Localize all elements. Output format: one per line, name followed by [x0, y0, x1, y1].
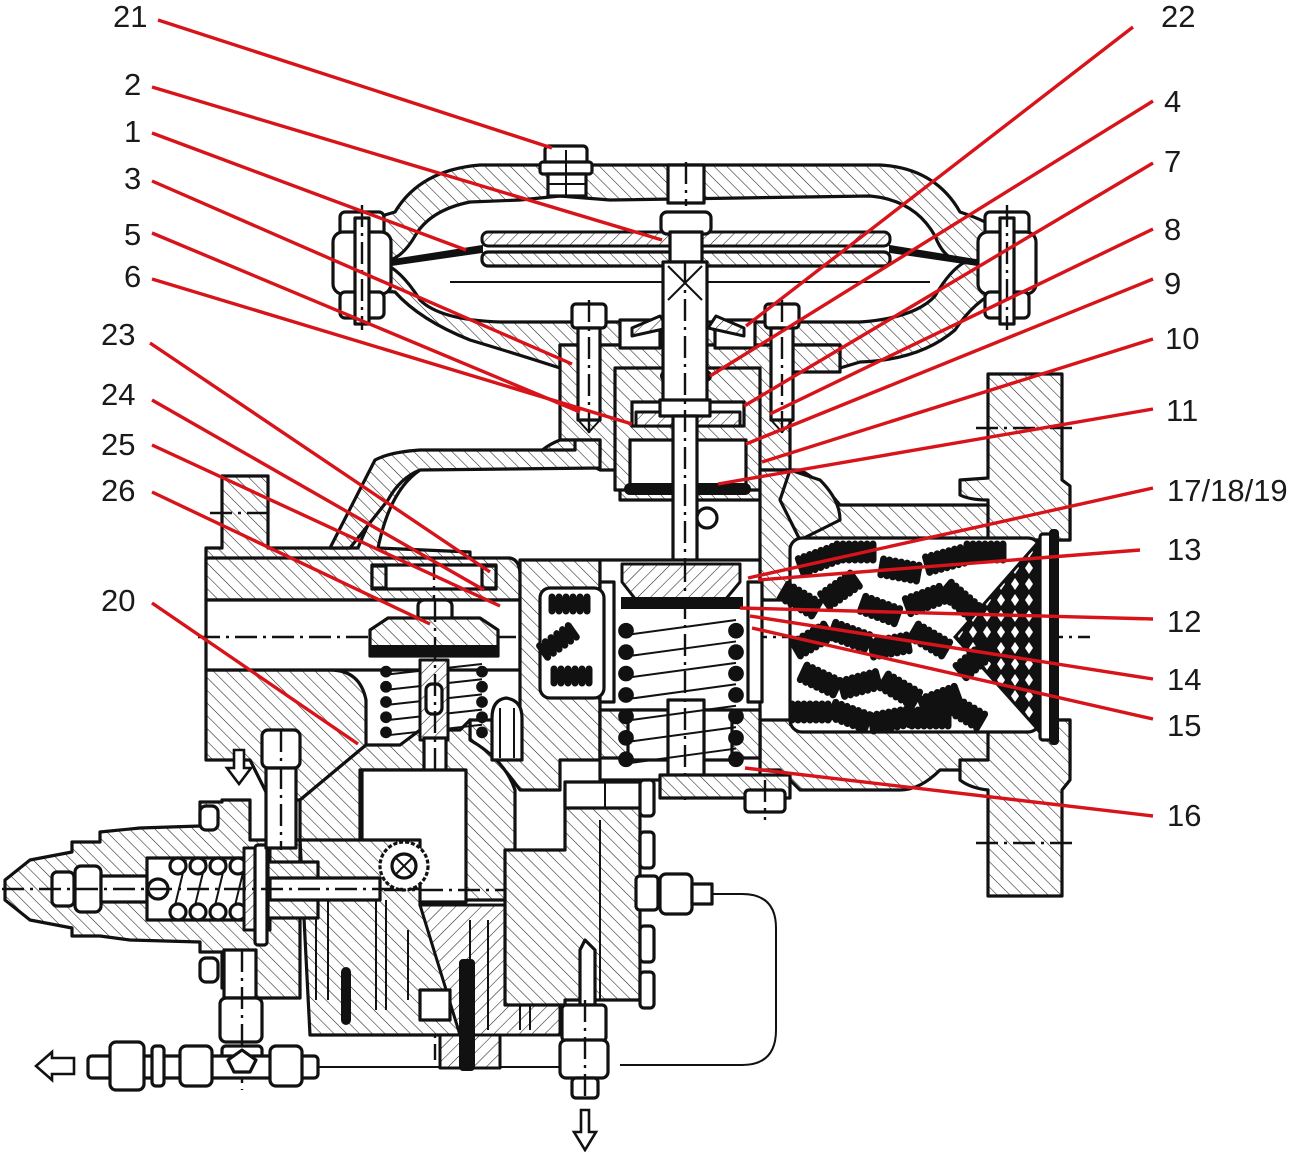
housing-bolt-right	[976, 205, 1038, 330]
callout-21: 21	[113, 0, 148, 34]
valve-cartridge	[536, 558, 792, 820]
filter-spring	[796, 661, 844, 699]
callout-20: 20	[101, 583, 136, 618]
leader-line-7	[743, 161, 1154, 408]
side-spring	[548, 593, 591, 615]
leader-line-16	[744, 766, 1154, 818]
leader-line-10	[761, 337, 1154, 464]
leader-line-12	[739, 606, 1154, 621]
vent-plug	[538, 144, 594, 198]
filter-spring	[906, 620, 954, 660]
callout-12: 12	[1167, 604, 1202, 639]
actuator-housing	[331, 144, 1038, 370]
leader-line-11	[717, 407, 1154, 486]
pilot-coil	[380, 663, 488, 739]
leader-line-1	[151, 131, 467, 252]
callout-4: 4	[1164, 84, 1182, 119]
filter-spring	[817, 569, 863, 611]
vent-line	[86, 1040, 560, 1092]
callout-8: 8	[1164, 212, 1182, 247]
filter-spring	[963, 540, 1007, 564]
pilot-valve-spring	[380, 663, 488, 739]
filter-spring	[867, 631, 913, 661]
filter-spring	[788, 700, 832, 724]
leader-line-2	[151, 85, 663, 242]
filter-spring	[937, 578, 983, 622]
pilot-module-right	[503, 778, 777, 1100]
callout-11: 11	[1166, 393, 1199, 428]
callout-25: 25	[101, 427, 136, 462]
bonnet-screw-left	[570, 300, 608, 436]
leader-line-24	[151, 398, 485, 592]
leader-line-6	[151, 277, 633, 426]
leader-line-26	[151, 490, 431, 626]
filter-spring	[941, 692, 989, 732]
leader-lines	[149, 18, 1154, 818]
leader-line-13	[757, 548, 1141, 582]
cartridge-coil	[618, 619, 744, 768]
callout-9: 9	[1164, 266, 1182, 301]
leader-line-15	[751, 626, 1154, 721]
filter-spring	[916, 682, 964, 718]
leader-line-21	[157, 18, 553, 150]
leader-line-20	[151, 601, 359, 746]
filter-spring	[826, 698, 874, 734]
callout-16: 16	[1167, 798, 1202, 833]
callout-6: 6	[124, 259, 142, 294]
callout-3: 3	[124, 161, 142, 196]
bonnet-screw-right	[763, 300, 801, 436]
leader-line-23	[149, 341, 491, 574]
leader-line-25	[151, 443, 501, 608]
callout-10: 10	[1165, 321, 1200, 356]
callout-22: 22	[1161, 0, 1196, 34]
callout-5: 5	[124, 217, 142, 252]
callout-17-18-19: 17/18/19	[1167, 473, 1288, 508]
filter-spring	[876, 670, 924, 710]
filter-spring	[922, 544, 968, 576]
callout-24: 24	[101, 377, 136, 412]
leader-line-22	[744, 25, 1135, 328]
main-valve-spring	[618, 619, 744, 768]
callout-2: 2	[124, 67, 142, 102]
side-spring-pack	[536, 593, 593, 687]
drain-outlet-arrow	[571, 1108, 599, 1152]
side-spring	[550, 665, 593, 687]
leader-line-3	[151, 179, 573, 366]
callout-26: 26	[101, 473, 136, 508]
filter-spring	[776, 580, 824, 620]
callout-7: 7	[1164, 144, 1182, 179]
pilot-supply-arrow	[224, 748, 254, 787]
filter-spring	[952, 638, 998, 682]
callout-1: 1	[124, 114, 142, 149]
leader-line-8	[769, 227, 1154, 416]
leader-line-9	[745, 277, 1154, 446]
vent-outlet-arrow	[34, 1049, 76, 1083]
filter-spring	[867, 705, 913, 735]
leader-line-5	[151, 231, 581, 414]
leader-line-14	[749, 614, 1154, 681]
leader-line-17-18-19	[747, 486, 1154, 580]
callout-23: 23	[101, 317, 136, 352]
leader-line-4	[709, 99, 1154, 378]
callout-13: 13	[1167, 532, 1202, 567]
pilot-adjuster	[2, 728, 420, 1090]
callout-14: 14	[1167, 662, 1202, 697]
adjusting-spring	[168, 856, 248, 922]
side-spring	[536, 622, 580, 661]
filter-spring	[908, 706, 952, 730]
callout-15: 15	[1167, 708, 1202, 743]
filter-spring	[837, 668, 883, 700]
filter-spring	[901, 582, 949, 618]
